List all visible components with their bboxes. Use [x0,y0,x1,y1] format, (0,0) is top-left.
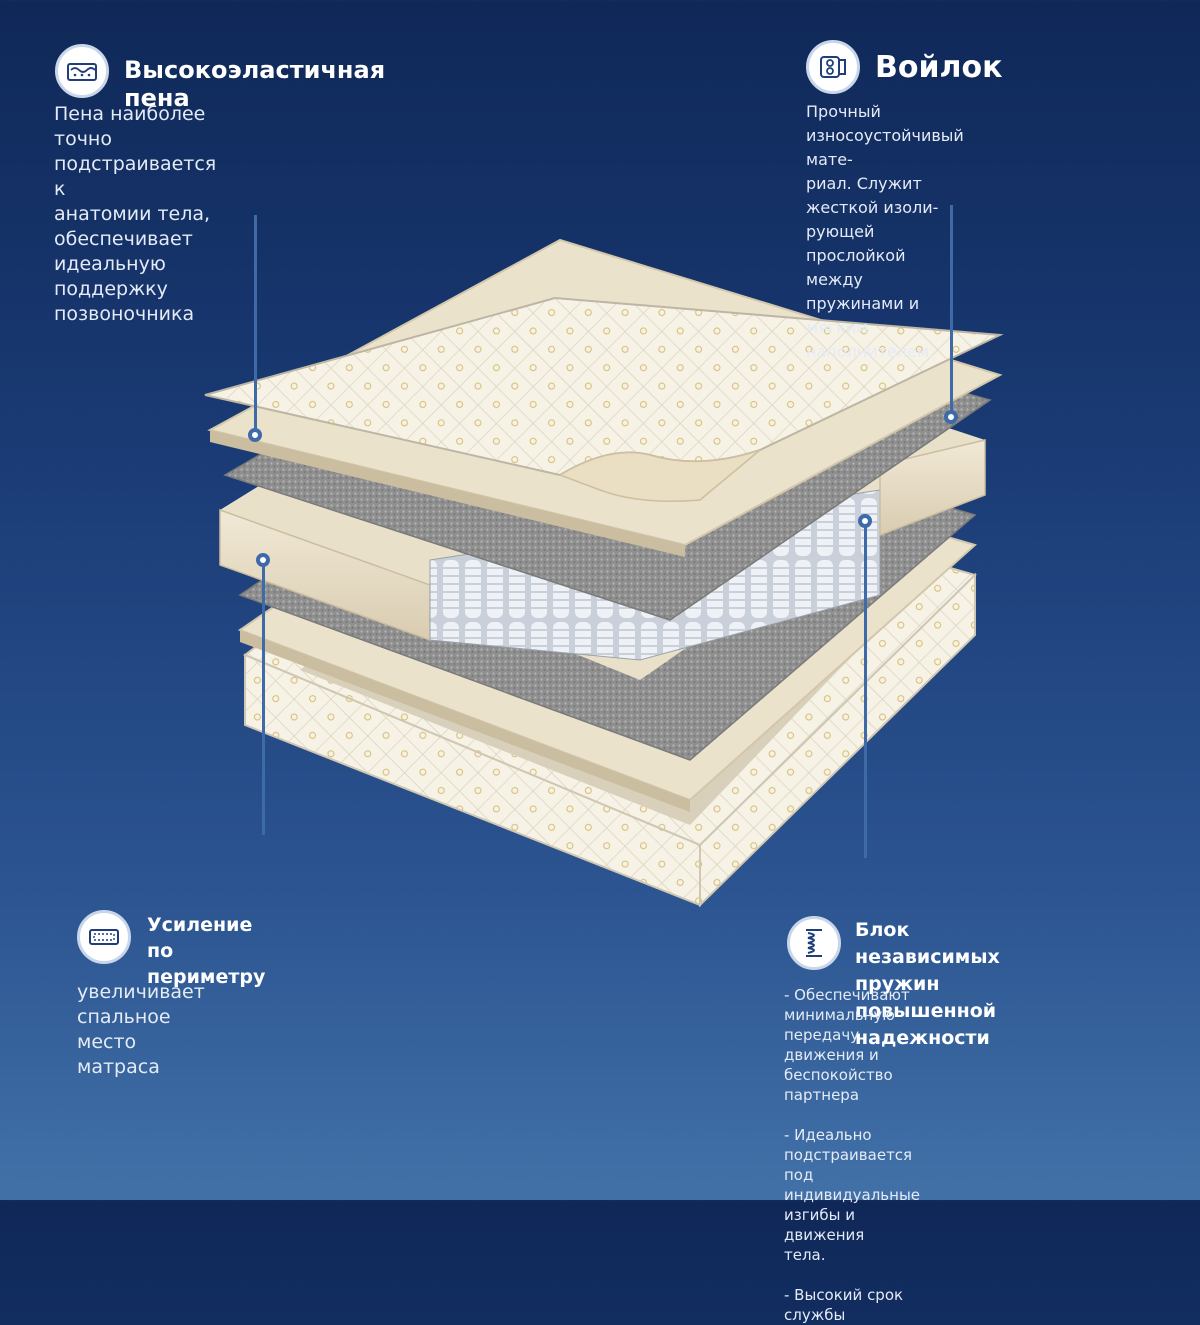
foam-leader-dot [248,428,262,442]
perimeter-title-line: Усиление [147,914,253,936]
foam-title: Высокоэластичная пена [124,56,386,112]
perimeter-description-line: увеличивает спальное [77,981,205,1028]
spring-coil-icon [787,916,841,970]
springs-title: Блок независимых пружин повышенной надеж… [855,917,1000,1052]
springs-point-line: передачу движения и беспокойство [784,1026,893,1084]
lower-foam-sheet-edge [240,630,690,812]
felt-description-line: рующей прослойкой между [806,222,906,289]
felt-leader-line [950,205,953,415]
foam-leader-line [254,215,257,435]
springs-point-line: - Обеспечивают минимальную [784,986,910,1024]
felt-description-line: Прочный износоустойчивый мате- [806,102,964,169]
springs-point-line: партнера [784,1086,860,1104]
foam-description-line: Пена наиболее точно подстраивается к [54,103,217,200]
springs-point-line: - Идеально подстраивается под [784,1126,913,1184]
foam-description-line: анатомии тела, обеспечивает идеальную [54,203,211,275]
felt-description: Прочный износоустойчивый мате- риал. Слу… [806,100,964,364]
felt-leader-dot [944,410,958,424]
perimeter-description-line: место матраса [77,1031,160,1078]
springs-point-line: индивидуальные изгибы и движения [784,1186,921,1244]
upper-foam-sheet-edge [210,430,685,557]
perimeter-block-icon [77,910,131,964]
springs-point-line: тела. [784,1246,826,1264]
mattress-layers-illustration [204,238,1004,908]
perimeter-leader-line [262,560,265,835]
perimeter-title-line: по периметру [147,940,266,988]
springs-point-line: - Высокий срок службы [784,1286,904,1324]
springs-leader-dot [858,514,872,528]
felt-description-line: пружинами и мягким наполнителем. [806,294,934,361]
springs-points: - Обеспечивают минимальную передачу движ… [784,985,920,1325]
springs-point: - Обеспечивают минимальную передачу движ… [784,985,920,1105]
foam-layer-icon [55,44,109,98]
springs-title-line: повышенной надежности [855,1000,997,1049]
felt-title: Войлок [875,50,1003,85]
perimeter-description: увеличивает спальное место матраса [77,980,205,1080]
felt-description-line: риал. Служит жесткой изоли- [806,174,939,217]
springs-title-line: Блок независимых пружин [855,919,1000,995]
perimeter-title: Усиление по периметру [147,912,265,990]
springs-point: - Идеально подстраивается под индивидуал… [784,1125,920,1265]
springs-leader-line [864,520,867,858]
felt-rolls-icon [806,40,860,94]
springs-point: - Высокий срок службы [784,1285,920,1325]
foam-description-line: поддержку позвоночника [54,278,195,325]
perimeter-leader-dot [256,553,270,567]
top-quilted-cover [204,296,1004,502]
foam-description: Пена наиболее точно подстраивается к ана… [54,102,216,327]
